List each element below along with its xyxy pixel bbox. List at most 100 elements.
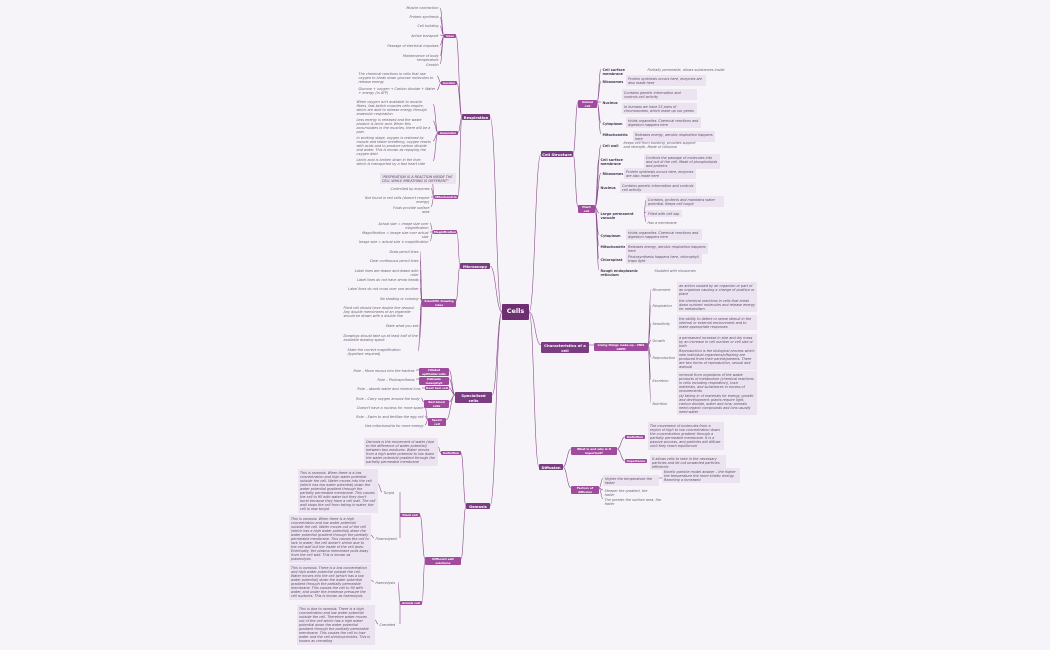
connector [562,466,572,489]
connector [562,448,572,468]
connector [647,322,652,346]
organelle-desc: Studded with ribosomes [654,268,696,273]
sub-anaerobic[interactable]: Anaerobic [438,131,458,135]
drawing-rule: State what you see [385,323,419,328]
sub-plant-cell-osmosis[interactable]: Plant cell [400,513,420,517]
vacuole-extra: Filled with cell sap [646,210,682,218]
branch-specialised-cells[interactable]: Specialised cells [455,392,492,403]
branch-characteristics[interactable]: Characteristics of a cell [541,342,589,353]
diffusion-importance-label[interactable]: Importance [625,459,647,463]
central-topic[interactable]: Cells [502,304,529,320]
connector [572,101,579,155]
connector [456,231,461,267]
characteristic-desc: Reproduction is the biological process w… [677,347,757,371]
organelle-name: Cytoplasm [600,233,621,238]
label-crenated: Crenated [379,622,396,627]
connector [457,116,463,198]
branch-respiration[interactable]: Respiration [462,114,490,120]
characteristic-desc: removal from organisms of the waste prod… [677,371,757,395]
connector [491,311,503,396]
connector [432,103,439,134]
sub-osmosis-definition[interactable]: Definition [441,451,461,455]
sub-factors[interactable]: Factors of diffusion [571,486,599,494]
plasmolysed-text: This is osmosis. When there is a high co… [289,515,371,564]
organelle-name: Nucleus [600,185,616,190]
sub-red-blood[interactable]: Red blood cells [424,400,449,408]
anaerobic-item: Less energy is released and the waste pr… [356,117,431,135]
branch-microscopy[interactable]: Microscopy [460,263,490,269]
uses-item: Muscle contraction [406,5,439,10]
connector [445,394,456,421]
sub-what-why[interactable]: What is and why is it important? [571,447,617,455]
sub-animal-cell-osmosis[interactable]: Animal cell [400,601,422,605]
turgid-text: This is osmosis. When there is a low con… [298,469,378,513]
sub-salt-solutions[interactable]: Different salt solutions [425,557,461,565]
connector [596,101,602,135]
osmosis-definition: Osmosis is the movement of water (due to… [364,438,438,466]
connector [419,514,426,560]
organelle-name: Chloroplast [600,257,623,262]
sub-root-hair[interactable]: Root hair cell [425,386,449,390]
specialised-role: Role – Photosynthesis [377,377,415,382]
connector [594,206,600,271]
connector [598,487,604,500]
organelle-desc: In humans we have 23 pairs of chromosome… [622,103,697,115]
connector [594,158,600,208]
mitochondria-quote: "RESPIRATION IS A REACTION INSIDE THE CE… [380,173,456,185]
connector [424,419,429,426]
sub-uses[interactable]: Uses [444,34,456,38]
characteristic-desc: the chemical reactions in cells that bre… [677,297,757,313]
connector [455,35,463,118]
haemolysis-text: This is osmosis. There is a low concentr… [289,564,371,600]
characteristic-name: Nutrition [652,401,668,406]
connector [432,120,439,134]
sub-drawing-rules[interactable]: Scientific drawing rules [422,299,456,307]
diffusion-importance: It allows cells to take in the necessary… [650,455,726,471]
characteristic-name: Respiration [652,303,672,308]
organelle-desc: Holds organelles. Chemical reactions and… [626,229,702,241]
aerobic-item: Glucose + oxygen → Carbon dioxide + Wate… [358,86,436,95]
sub-aerobic[interactable]: Aerobic [441,81,457,85]
diffusion-factor: Steeper the gradient, the faster [604,488,648,497]
drawing-rule: Label lines do not cross over one anothe… [348,286,419,291]
organelle-name: Rough endoplasmic reticulum [600,268,638,277]
connector [419,300,423,339]
organelle-name: Cytoplasm [602,121,623,126]
uses-item: Growth [426,62,439,67]
organelle-desc: Holds organelles. Chemical reactions and… [626,117,701,129]
drawing-rule: Drawings should take up at least half of… [343,333,418,342]
connector [456,82,463,118]
sub-animal-cell[interactable]: Animal cell [578,100,597,108]
sub-plant-cell[interactable]: Plant cell [578,205,595,213]
connector [528,311,540,468]
branch-cell-structure[interactable]: Cell Structure [541,151,573,157]
connector [457,116,463,134]
sub-ciliated[interactable]: Ciliated epithelial cells [419,368,449,376]
connector [528,311,542,346]
sub-mitochondria[interactable]: Mitochondria [434,195,458,199]
connector [421,558,426,604]
branch-diffusion[interactable]: Diffusion [539,464,563,470]
organelle-desc: Contains genetic information and control… [620,182,696,194]
sperm-item: Role – Swim to and fertilise the egg cel… [356,414,424,419]
connector [430,196,435,208]
connector [439,35,445,65]
label-haemolysis: Haemolysis [375,580,396,585]
sub-mrs-gren[interactable]: Living things make up – MRS GREN [594,343,648,351]
characteristic-name: Movement [652,287,671,292]
organelle-desc: Contains genetic information and control… [622,89,697,101]
sub-sperm[interactable]: Sperm cell [428,418,446,426]
connector [370,534,375,539]
diffusion-definition-label[interactable]: Definition [625,435,645,439]
connector [370,579,375,583]
characteristic-desc: (a) taking in of materials for energy, g… [677,392,757,416]
sub-palisade[interactable]: Palisade mesophyll [419,377,449,385]
organelle-name: Cell wall [602,143,619,148]
sperm-item: Has mitochondria for more energy [364,423,424,428]
branch-osmosis[interactable]: Osmosis [466,503,490,509]
sub-magnification[interactable]: Magnification [433,230,457,234]
connector [455,265,461,302]
organelle-name: Ribosomes [602,79,624,84]
